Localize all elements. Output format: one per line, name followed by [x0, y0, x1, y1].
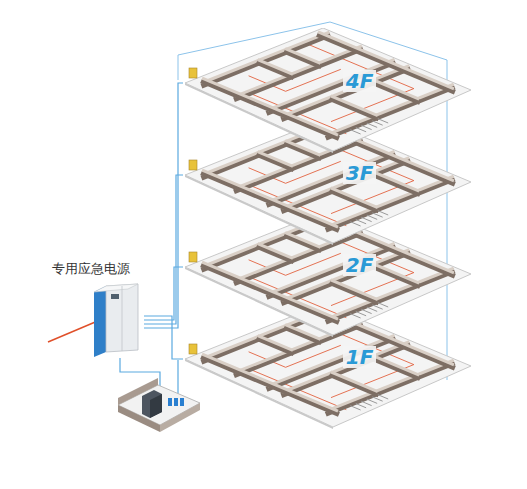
floor-label: 4F: [343, 70, 377, 92]
feeder-line: [48, 320, 100, 342]
cabinet-label: 专用应急电源: [52, 261, 130, 277]
power-cabinet: 专用应急电源: [52, 258, 144, 360]
riser-line: [447, 60, 448, 380]
power-feed-line: [144, 267, 183, 320]
power-cabinet: [92, 282, 142, 357]
power-feed-line: [144, 316, 183, 359]
equipment-room: [118, 378, 200, 432]
floor-label: 2F: [343, 254, 377, 276]
riser-line: [178, 55, 179, 80]
floor-label: 1F: [343, 346, 377, 368]
floor-label: 3F: [343, 162, 377, 184]
power-feed-line: [144, 83, 183, 328]
floor-plate: [183, 28, 473, 153]
power-feed-line: [144, 175, 183, 324]
floor-plate: 4F: [183, 28, 473, 153]
